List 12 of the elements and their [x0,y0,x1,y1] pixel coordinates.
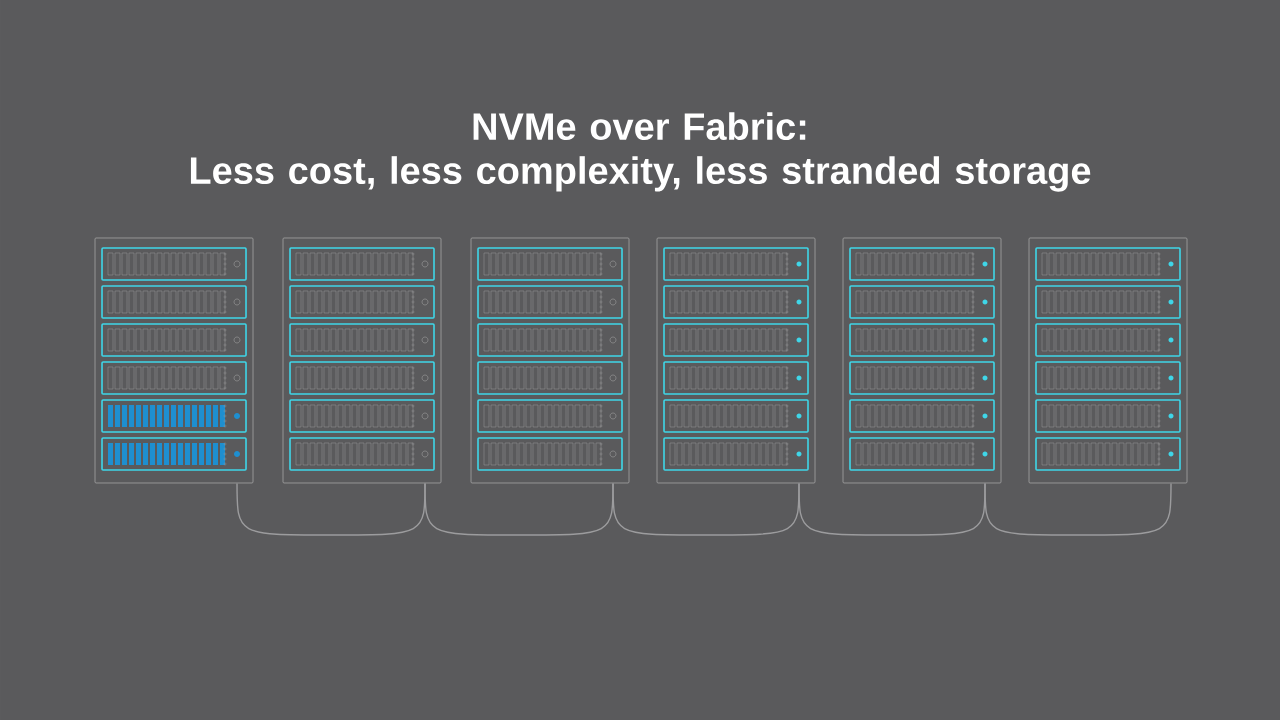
server-rack [470,237,630,484]
server-rack [282,237,442,484]
server-rack [656,237,816,484]
server-rack [1028,237,1188,484]
cable [798,482,986,536]
cable [984,482,1172,536]
server-rack [94,237,254,484]
cable [424,482,614,536]
cable [236,482,426,536]
cable [612,482,800,536]
title: NVMe over Fabric: Less cost, less complexity, less stranded storage [190,112,1091,192]
server-rack [842,237,1002,484]
